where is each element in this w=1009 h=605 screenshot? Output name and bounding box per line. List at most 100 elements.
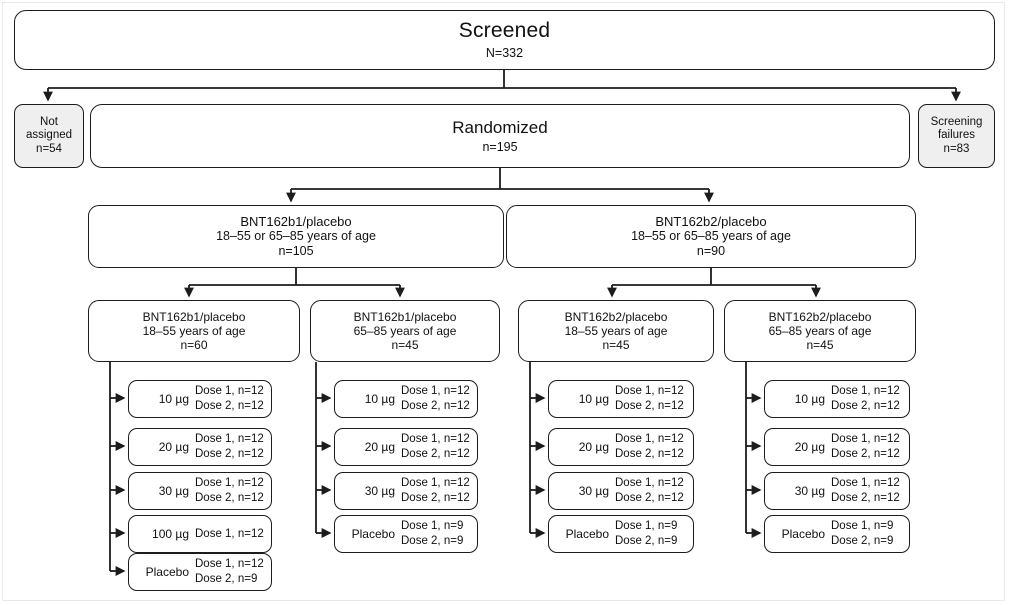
node-bnt162b1-18-55: BNT162b1/placebo 18–55 years of age n=60	[88, 300, 300, 362]
dose-2-count: Dose 2, n=9	[401, 535, 464, 547]
bnt162b1-name: BNT162b1/placebo	[240, 214, 352, 230]
node-screening-failures: Screening failures n=83	[918, 104, 995, 168]
dose-amount-label: 30 µg	[578, 483, 609, 498]
bnt162b2-65-85-name: BNT162b2/placebo	[768, 309, 872, 324]
node-not-assigned: Not assigned n=54	[14, 104, 84, 168]
bnt162b1-65-85-age: 65–85 years of age	[353, 323, 457, 338]
node-bnt162b1-placebo: BNT162b1/placebo 18–55 or 65–85 years of…	[88, 205, 504, 268]
bnt162b2-18-55-name: BNT162b2/placebo	[564, 309, 668, 324]
dose-1-count: Dose 1, n=12	[831, 384, 900, 397]
dose-1-count: Dose 1, n=9	[401, 519, 464, 532]
dose-amount-label: 20 µg	[158, 439, 189, 454]
dose-1-count: Dose 1, n=12	[195, 527, 264, 540]
dose-2-count: Dose 2, n=12	[615, 400, 684, 412]
dose-box: 100 µg Dose 1, n=12	[128, 515, 272, 553]
dose-amount-label: 100 µg	[152, 526, 189, 541]
dose-2-count: Dose 2, n=12	[831, 492, 900, 504]
dose-amount-label: 20 µg	[364, 439, 395, 454]
dose-2-count: Dose 2, n=9	[615, 535, 678, 547]
dose-amount-label: 10 µg	[158, 391, 189, 406]
dose-1-count: Dose 1, n=12	[615, 384, 684, 397]
dose-amount-label: 20 µg	[794, 439, 825, 454]
dose-counts: Dose 1, n=12	[195, 528, 265, 541]
dose-amount-label: 30 µg	[364, 483, 395, 498]
dose-amount-label: 30 µg	[158, 483, 189, 498]
dose-2-count: Dose 2, n=12	[401, 400, 470, 412]
dose-2-count: Dose 2, n=12	[831, 400, 900, 412]
bnt162b1-18-55-count: n=60	[180, 338, 208, 353]
dose-2-count: Dose 2, n=12	[401, 492, 470, 504]
dose-amount-label: 20 µg	[578, 439, 609, 454]
randomized-title: Randomized	[452, 117, 548, 137]
dose-1-count: Dose 1, n=12	[195, 557, 264, 570]
dose-1-count: Dose 1, n=12	[401, 384, 470, 397]
dose-amount-label: Placebo	[145, 564, 189, 579]
dose-2-count: Dose 2, n=12	[195, 492, 264, 504]
screened-count: N=332	[485, 46, 524, 60]
bnt162b1-age: 18–55 or 65–85 years of age	[216, 229, 376, 244]
dose-2-count: Dose 2, n=12	[831, 448, 900, 460]
dose-2-count: Dose 2, n=12	[195, 448, 264, 460]
node-randomized: Randomized n=195	[90, 104, 910, 168]
dose-amount-label: Placebo	[565, 526, 609, 541]
screened-title: Screened	[458, 19, 551, 43]
dose-1-count: Dose 1, n=12	[195, 384, 264, 397]
dose-1-count: Dose 1, n=12	[401, 432, 470, 445]
node-bnt162b2-placebo: BNT162b2/placebo 18–55 or 65–85 years of…	[506, 205, 916, 268]
bnt162b1-18-55-age: 18–55 years of age	[142, 323, 246, 338]
bnt162b2-65-85-age: 65–85 years of age	[768, 323, 872, 338]
bnt162b1-65-85-name: BNT162b1/placebo	[353, 309, 457, 324]
bnt162b2-age: 18–55 or 65–85 years of age	[631, 229, 791, 244]
dose-1-count: Dose 1, n=12	[615, 432, 684, 445]
not-assigned-line2: assigned	[25, 129, 73, 142]
randomized-count: n=195	[482, 139, 518, 154]
bnt162b2-18-55-count: n=45	[602, 338, 630, 353]
bnt162b2-65-85-count: n=45	[806, 338, 834, 353]
node-bnt162b1-65-85: BNT162b1/placebo 65–85 years of age n=45	[310, 300, 500, 362]
screening-failures-count: n=83	[943, 142, 970, 155]
dose-amount-label: 10 µg	[578, 391, 609, 406]
dose-1-count: Dose 1, n=12	[831, 432, 900, 445]
node-bnt162b2-65-85: BNT162b2/placebo 65–85 years of age n=45	[724, 300, 916, 362]
dose-amount-label: 30 µg	[794, 483, 825, 498]
dose-1-count: Dose 1, n=12	[195, 476, 264, 489]
not-assigned-count: n=54	[36, 142, 62, 155]
dose-2-count: Dose 2, n=9	[195, 573, 258, 585]
node-screened: Screened N=332	[14, 10, 995, 70]
bnt162b1-count: n=105	[278, 244, 314, 259]
dose-1-count: Dose 1, n=9	[615, 519, 678, 532]
dose-1-count: Dose 1, n=12	[615, 476, 684, 489]
bnt162b2-count: n=90	[696, 244, 726, 259]
bnt162b2-18-55-age: 18–55 years of age	[564, 323, 668, 338]
node-bnt162b2-18-55: BNT162b2/placebo 18–55 years of age n=45	[518, 300, 714, 362]
